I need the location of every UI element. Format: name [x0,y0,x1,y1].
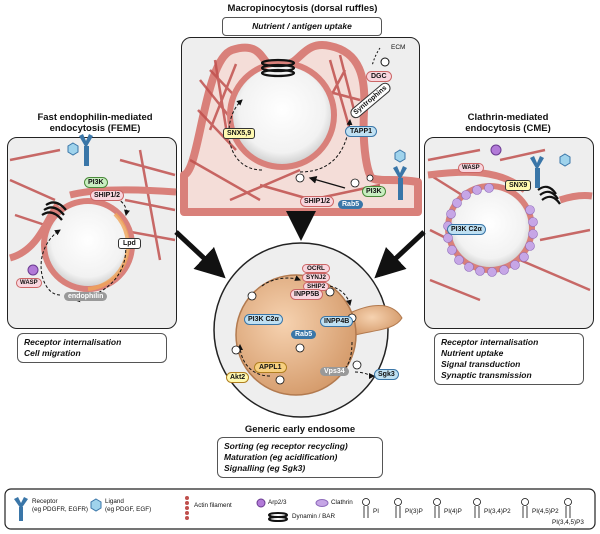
feme-caption-line2: Cell migration [24,348,81,358]
legend-receptor-icon [14,497,28,521]
legend-pi-label: PI [373,508,379,515]
legend-actin-icon [185,496,189,520]
feme-actin-filaments [9,148,176,261]
arrow-feme-to-endosome [174,230,226,279]
legend-ligand-label: Ligand (eg PDGF, EGF) [105,498,151,513]
cme-receptor-icon [530,156,544,188]
legend-ligand-line1: Ligand [105,498,124,505]
legend-clathrin-icon [315,499,329,507]
tapp1-badge: TAPP1 [345,126,378,137]
macropinosome [227,60,337,170]
cme-ligand-icon [559,153,571,167]
endosome-caption-line2: Maturation (eg acidification) [224,452,338,462]
endosome-rab5-badge: Rab5 [291,330,317,339]
legend-pi34p2-label: PI(3,4)P2 [484,508,511,515]
legend-lipid-tails [363,506,571,518]
legend-ligand-line2: (eg PDGF, EGF) [105,505,152,513]
feme-lpd-badge: Lpd [118,238,141,249]
feme-arrow-3 [40,229,61,296]
endosome-pi3kc2a-badge: PI3K C2α [244,314,283,325]
cme-caption: Receptor internalisation Nutrient uptake… [434,333,584,385]
feme-ligand-icon [67,142,79,156]
endosome-caption: Sorting (eg receptor recycling) Maturati… [217,437,383,478]
legend-dynamin-label: Dynamin / BAR [292,513,336,520]
synj2-badge: SYNJ2 [302,273,330,282]
macro-ligand-icon [394,149,406,163]
feme-bar-coat [87,212,130,291]
endosome-title: Generic early endosome [244,424,356,435]
inpp4b-badge: INPP4B [320,316,354,327]
feme-dynamin-icon [41,201,67,221]
arrow-cme-to-endosome [374,230,426,279]
ecm-label: ECM [391,44,406,51]
vps34-badge: Vps34 [320,367,349,376]
akt2-badge: Akt2 [226,372,250,383]
macro-rab5-badge: Rab5 [338,200,364,209]
legend-receptor-label: Receptor (eg PDGFR, EGFR) [32,498,88,513]
macro-arrow-right [299,119,353,173]
cme-title-line2: endocytosis (CME) [465,123,551,134]
legend-pi4p-label: PI(4)P [444,508,462,515]
macro-dynamin-icon [260,58,296,78]
legend-receptor-line2: (eg PDGFR, EGFR) [32,505,88,513]
macro-arrow-left [228,99,263,171]
snx59-badge: SNX5,9 [223,128,256,139]
feme-ship12-badge: SHIP1/2 [90,190,125,201]
legend-dynamin-icon [268,512,288,522]
legend-clathrin-label: Clathrin [331,499,353,506]
cme-arp23-icon [490,144,502,156]
endosome-caption-line1: Sorting (eg receptor recycling) [224,441,348,451]
macropinocytosis-caption: Nutrient / antigen uptake [222,17,382,36]
feme-title: Fast endophilin-mediated endocytosis (FE… [10,112,180,134]
legend-ligand-icon [90,498,102,512]
legend-box [4,488,596,530]
legend-arp23-label: Arp2/3 [268,499,287,506]
macro-pi3k-badge: PI3K [362,186,386,197]
cme-caption-line2: Nutrient uptake [441,348,504,358]
cme-pi3kc2a-badge: PI3K C2α [447,224,486,235]
legend-pi345p3-label: PI(3,4,5)P3 [552,519,584,526]
feme-title-line2: endocytosis (FEME) [49,123,141,134]
cme-clathrin-coat [443,183,538,277]
cme-snx9-badge: SNX9 [505,180,532,191]
macro-ship12-badge: SHIP1/2 [300,196,335,207]
feme-receptor-icon [79,134,93,166]
feme-caption-line1: Receptor internalisation [24,337,122,347]
feme-title-line1: Fast endophilin-mediated [37,112,153,123]
cme-title-line1: Clathrin-mediated [467,112,549,123]
ocrl-badge: OCRL [302,264,330,273]
cme-caption-line1: Receptor internalisation [441,337,539,347]
feme-pi3k-badge: PI3K [84,177,108,188]
macro-arrow-ship [308,176,346,189]
dgc-badge: DGC [366,71,392,82]
macro-receptor-icon [393,166,407,200]
feme-caption: Receptor internalisation Cell migration [17,333,167,363]
legend-actin-label: Actin filament [194,502,232,509]
appl1-badge: APPL1 [254,362,287,373]
legend-arp23-icon [256,498,266,508]
ecm-icon [380,57,390,67]
legend-pi45p2-label: PI(4,5)P2 [532,508,559,515]
cme-caption-line3: Signal transduction [441,359,521,369]
legend-pi3p-label: PI(3)P [405,508,423,515]
feme-arp23-icon [27,264,39,276]
ecm-link [371,47,381,67]
endosome-tubule [351,304,403,336]
feme-endophilin-badge: endophilin [64,292,108,301]
legend-lipid-icons [362,498,572,506]
cme-caption-line4: Synaptic transmission [441,370,532,380]
macro-actin-filaments [189,54,381,207]
feme-wasp-badge: WASP [16,278,42,288]
cme-wasp-badge: WASP [458,163,484,173]
cme-dynamin-icon [537,185,561,205]
endosome-caption-line3: Signalling (eg Sgk3) [224,463,306,473]
cme-title: Clathrin-mediated endocytosis (CME) [418,112,598,134]
macropinocytosis-title: Macropinocytosis (dorsal ruffles) [227,3,378,14]
legend-receptor-line1: Receptor [32,498,58,505]
sgk3-badge: Sgk3 [374,369,399,380]
inpp5b-badge: INPP5B [290,289,324,300]
